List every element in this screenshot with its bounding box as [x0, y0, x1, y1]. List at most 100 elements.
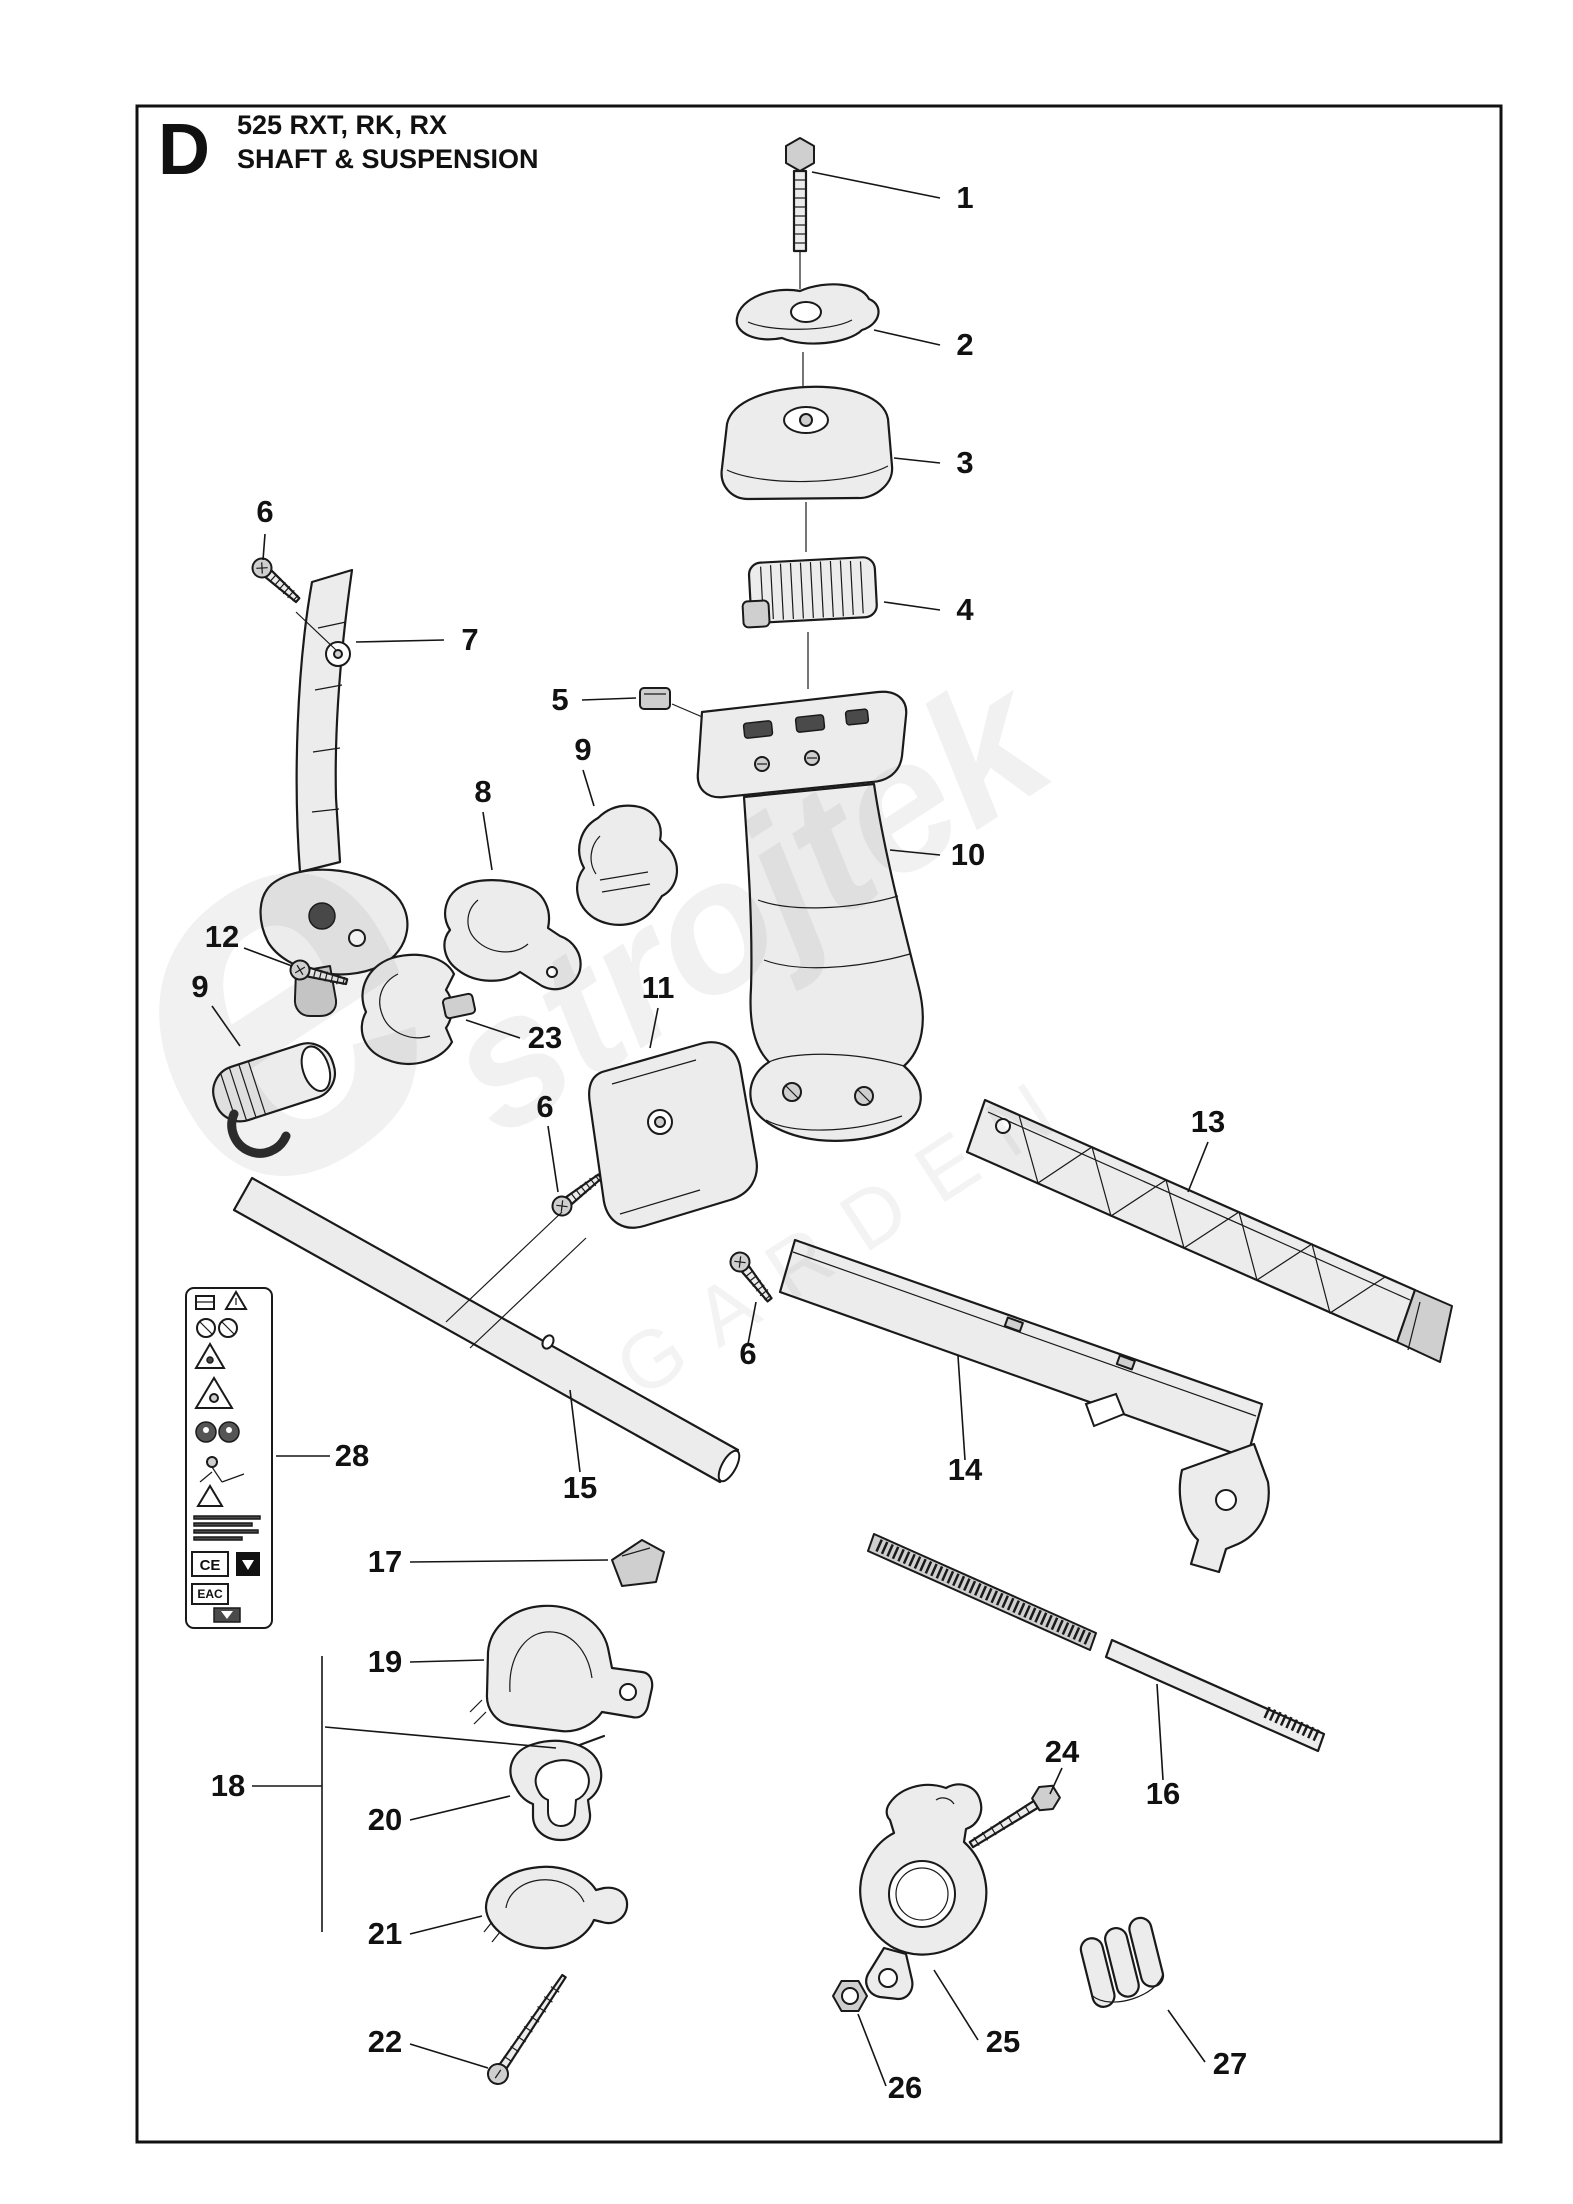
callout-24: 24	[1045, 1734, 1080, 1795]
group-bracket-18	[252, 1656, 557, 1932]
part-number: 25	[986, 2024, 1020, 2059]
part-6-screw-b	[547, 1167, 607, 1221]
part-number: 7	[461, 622, 478, 657]
callout-5: 5	[551, 682, 637, 717]
part-27-grommet	[1079, 1916, 1165, 2008]
callout-6c: 6	[739, 1301, 757, 1371]
eac-mark	[191, 1583, 229, 1605]
callout-17: 17	[368, 1544, 609, 1579]
part-14-rail-cover	[778, 1238, 1270, 1574]
callout-22: 22	[368, 2024, 489, 2069]
ce-mark	[191, 1551, 229, 1577]
part-9-clamp-half-a	[576, 804, 679, 926]
callout-3: 3	[893, 445, 974, 480]
section-letter: D	[158, 110, 210, 190]
part-number: 22	[368, 2024, 402, 2059]
part-6-screw-a	[247, 553, 306, 609]
part-2-toggle-knob	[735, 283, 880, 345]
part-number: 12	[205, 919, 239, 954]
part-number: 18	[211, 1768, 245, 1803]
part-number: 16	[1146, 1776, 1180, 1811]
warning-triangle-icon	[196, 1484, 224, 1507]
callout-23: 23	[465, 1019, 562, 1055]
part-number: 13	[1191, 1104, 1225, 1139]
part-number: 20	[368, 1802, 402, 1837]
callout-28: 28	[276, 1438, 369, 1473]
part-number: 4	[956, 592, 974, 627]
part-number: 14	[948, 1452, 983, 1487]
part-number: 21	[368, 1916, 402, 1951]
part-7-handle-bracket	[259, 568, 409, 1017]
callout-14: 14	[948, 1355, 983, 1487]
screw-alignment-line	[295, 611, 337, 651]
part-number: 6	[256, 494, 273, 529]
callout-10: 10	[889, 837, 985, 872]
warning-triangle-icon	[194, 1342, 226, 1369]
part-17-cap	[611, 1539, 665, 1587]
part-19-upper-clamp	[469, 1604, 654, 1733]
callout-11: 11	[642, 970, 675, 1049]
part-21-lower-clamp	[483, 1865, 629, 1950]
part-number: 28	[335, 1438, 369, 1473]
callout-19: 19	[368, 1644, 485, 1679]
callout-9b: 9	[191, 969, 241, 1047]
callout-7: 7	[355, 622, 479, 657]
part-number: 27	[1213, 2046, 1247, 2081]
part-number: 1	[956, 180, 973, 215]
part-23-clamp-shell	[360, 953, 477, 1065]
page-title: SHAFT & SUSPENSION	[237, 144, 539, 174]
part-11-bracket-plate	[588, 1041, 758, 1229]
part-9-sleeve-b	[212, 1042, 337, 1158]
header-block: D 525 RXT, RK, RX SHAFT & SUSPENSION	[158, 110, 539, 190]
part-28-warning-label: CE EAC	[185, 1287, 273, 1629]
callout-21: 21	[368, 1915, 483, 1951]
part-15-shaft-tube	[232, 1176, 741, 1484]
part-3-cover	[720, 385, 894, 501]
callout-4: 4	[883, 592, 974, 627]
operator-icon	[206, 1456, 218, 1468]
callout-20: 20	[368, 1795, 511, 1837]
part-number: 3	[956, 445, 973, 480]
part-1-bolt	[785, 137, 815, 253]
part-number: 9	[191, 969, 208, 1004]
part-22-long-screw	[487, 1973, 567, 2085]
callout-16: 16	[1146, 1683, 1180, 1811]
part-number: 19	[368, 1644, 402, 1679]
callout-12: 12	[205, 919, 293, 967]
part-16-drive-shaft	[867, 1533, 1326, 1753]
part-number: 26	[888, 2070, 922, 2105]
part-4-clamp-block	[741, 556, 878, 629]
callout-6b: 6	[536, 1089, 559, 1193]
part-number: 15	[563, 1470, 597, 1505]
callout-18: 18	[211, 1768, 245, 1803]
part-24-bolt	[968, 1784, 1061, 1849]
part-number: 6	[739, 1336, 756, 1371]
callout-1: 1	[811, 171, 974, 215]
model-title: 525 RXT, RK, RX	[237, 110, 447, 140]
part-20-u-bail	[509, 1739, 603, 1842]
part-number: 2	[956, 327, 973, 362]
callout-2: 2	[873, 327, 974, 362]
part-number: 6	[536, 1089, 553, 1124]
part-number: 17	[368, 1544, 402, 1579]
callout-26: 26	[857, 2013, 922, 2105]
part-number: 11	[642, 970, 675, 1005]
part-13-suspension-rail	[965, 1098, 1453, 1363]
callout-6a: 6	[256, 494, 274, 561]
part-number: 24	[1045, 1734, 1080, 1769]
callout-8: 8	[474, 774, 493, 871]
part-number: 23	[528, 1020, 562, 1055]
part-10-suspension-bracket	[696, 690, 924, 1142]
part-5-square-nut	[639, 687, 671, 710]
callout-15: 15	[563, 1389, 597, 1505]
callout-27: 27	[1167, 2009, 1247, 2081]
part-number: 10	[951, 837, 985, 872]
part-number: 5	[551, 682, 568, 717]
part-8-clamp-half	[443, 879, 582, 991]
callout-25: 25	[933, 1969, 1020, 2059]
callout-13: 13	[1187, 1104, 1225, 1193]
part-26-hex-nut	[832, 1980, 868, 2012]
callout-9a: 9	[574, 732, 595, 807]
part-25-hanger-clamp	[859, 1783, 988, 2001]
